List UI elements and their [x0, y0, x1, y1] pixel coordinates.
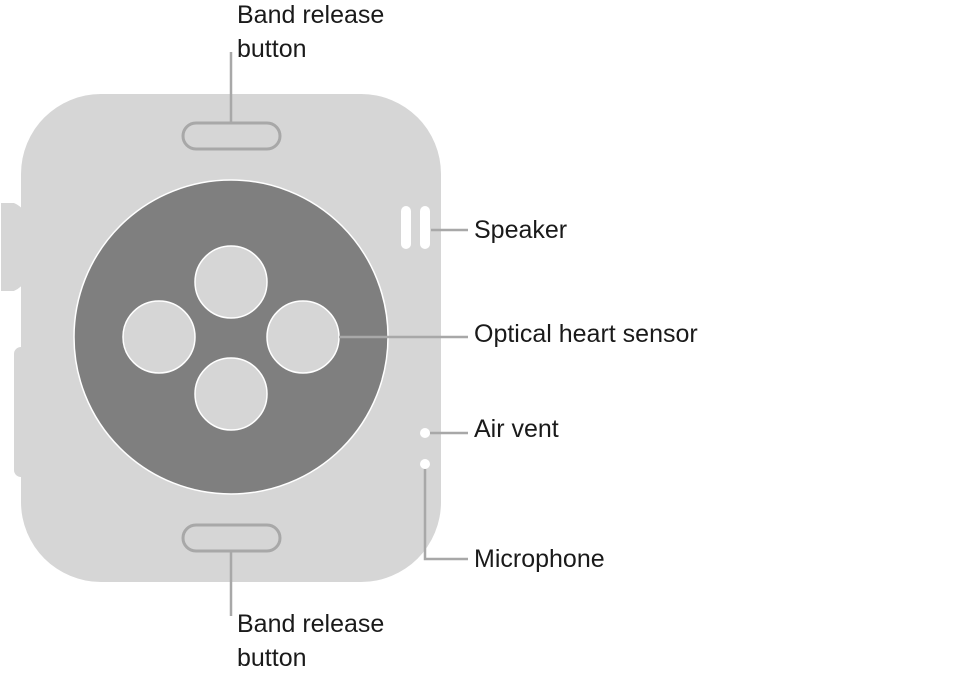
- band-release-button-bottom: [181, 523, 282, 553]
- leader-microphone: [423, 469, 468, 561]
- band-release-button-top: [181, 121, 282, 151]
- label-speaker: Speaker: [474, 216, 568, 244]
- label-band-release-top: Band release button: [237, 0, 384, 66]
- label-optical-heart-sensor: Optical heart sensor: [474, 320, 698, 348]
- sensor-lens-right: [266, 300, 340, 374]
- label-air-vent: Air vent: [474, 415, 559, 443]
- air-vent-hole: [420, 428, 430, 438]
- label-line: button: [237, 35, 307, 63]
- microphone-hole: [420, 459, 430, 469]
- speaker-slot-2: [420, 206, 430, 249]
- sensor-lens-bottom: [194, 357, 268, 431]
- speaker-slot-1: [401, 206, 411, 249]
- sensor-lens-left: [122, 300, 196, 374]
- label-band-release-bottom: Band release button: [237, 607, 384, 675]
- label-line: Band release: [237, 1, 385, 29]
- label-line: Band release: [237, 610, 385, 638]
- label-microphone: Microphone: [474, 545, 605, 573]
- label-line: button: [237, 644, 307, 672]
- sensor-lens-top: [194, 245, 268, 319]
